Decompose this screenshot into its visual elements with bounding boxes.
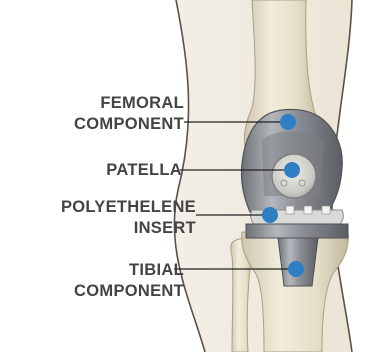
tibial-marker-dot (288, 261, 304, 277)
insert-label-line-1: POLYETHELENE (61, 197, 196, 218)
patella-marker-dot (284, 162, 300, 178)
tibial-component-label: TIBIAL COMPONENT (74, 260, 184, 302)
polyethylene-insert-label: POLYETHELENE INSERT (61, 197, 196, 239)
insert-marker-dot (262, 207, 278, 223)
femoral-marker-dot (280, 114, 296, 130)
insert-label-line-2: INSERT (61, 218, 196, 239)
tibial-label-line-1: TIBIAL (74, 260, 184, 281)
patella-label-line-1: PATELLA (106, 160, 182, 181)
tibial-label-line-2: COMPONENT (74, 281, 184, 302)
femoral-component-label: FEMORAL COMPONENT (74, 93, 184, 135)
femoral-label-line-2: COMPONENT (74, 114, 184, 135)
femoral-label-line-1: FEMORAL (74, 93, 184, 114)
patella-label: PATELLA (106, 160, 182, 181)
